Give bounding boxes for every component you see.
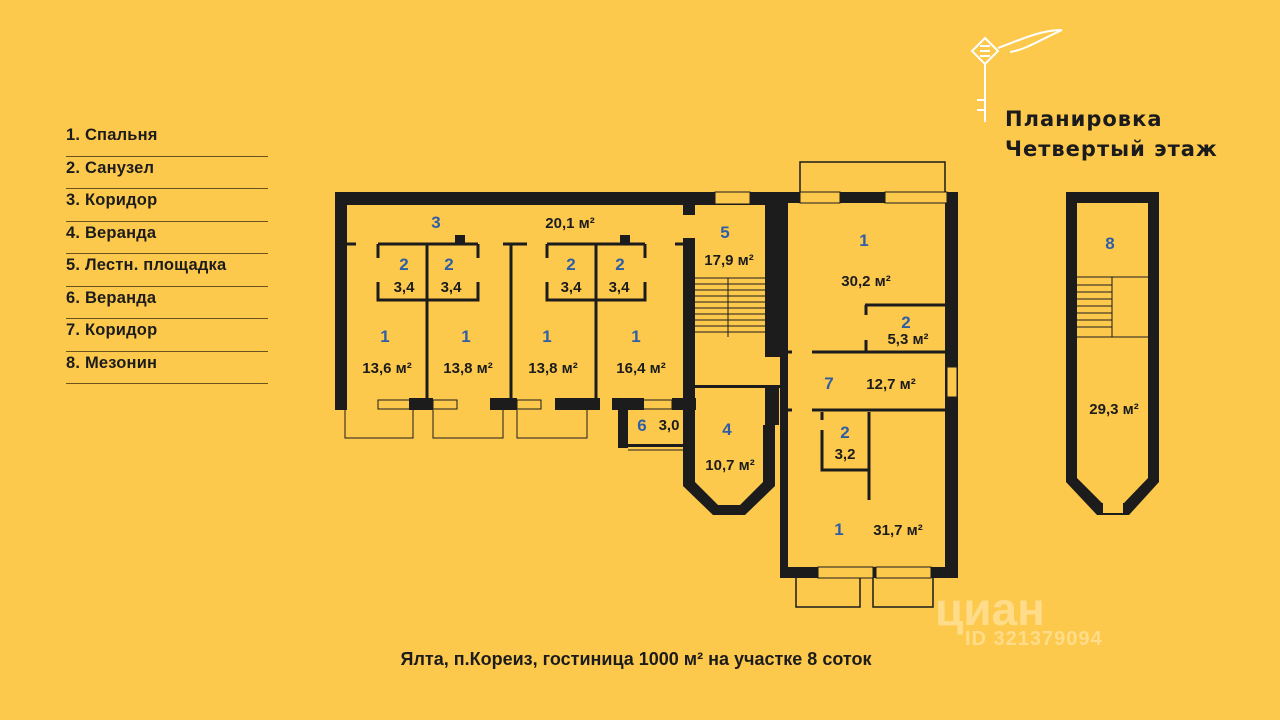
room-number: 7 — [824, 374, 833, 393]
room-area: 20,1 м² — [545, 215, 594, 232]
room-area: 13,6 м² — [362, 360, 411, 377]
left-block-partitions — [347, 235, 683, 398]
room-area: 13,8 м² — [443, 360, 492, 377]
room-area: 13,8 м² — [528, 360, 577, 377]
room-number: 1 — [380, 327, 389, 346]
key-logo-icon — [970, 29, 1063, 122]
room-area: 3,0 — [659, 417, 680, 434]
room-number: 2 — [444, 255, 453, 274]
mezzanine-stairs — [1077, 276, 1148, 338]
room-area: 30,2 м² — [841, 273, 890, 290]
room-number: 3 — [431, 213, 440, 232]
right-block-details — [786, 161, 958, 608]
room-number: 2 — [840, 423, 849, 442]
room-number: 5 — [720, 223, 729, 242]
room-area: 17,9 м² — [704, 252, 753, 269]
legend-item: 8. Мезонин — [66, 352, 268, 384]
room-area: 5,3 м² — [887, 331, 928, 348]
title-line-2: Четвертый этаж — [1005, 137, 1218, 161]
room-number: 2 — [615, 255, 624, 274]
room-number: 2 — [399, 255, 408, 274]
room-area: 3,4 — [609, 279, 631, 296]
veranda-walls — [683, 388, 775, 515]
legend-item: 3. Коридор — [66, 189, 268, 222]
legend-item: 1. Спальня — [66, 124, 268, 157]
room-number: 6 — [637, 416, 646, 435]
watermark-brand: циан — [935, 583, 1045, 635]
staircase — [695, 277, 765, 337]
left-block-walls — [335, 192, 785, 448]
title-line-1: Планировка — [1005, 107, 1163, 131]
room-area: 3,4 — [394, 279, 416, 296]
room-number: 1 — [859, 231, 868, 250]
room-area: 10,7 м² — [705, 457, 754, 474]
room-area: 31,7 м² — [873, 522, 922, 539]
mezzanine-walls — [1066, 192, 1159, 515]
room-number: 2 — [566, 255, 575, 274]
room-area: 16,4 м² — [616, 360, 665, 377]
caption: Ялта, п.Кореиз, гостиница 1000 м² на уча… — [400, 649, 872, 669]
room-number: 1 — [542, 327, 551, 346]
page-title: Планировка Четвертый этаж — [1005, 104, 1218, 164]
room-number: 1 — [834, 520, 843, 539]
room-number: 2 — [901, 313, 910, 332]
room-number: 4 — [722, 420, 732, 439]
room-number: 1 — [631, 327, 640, 346]
legend-item: 2. Санузел — [66, 157, 268, 189]
legend-item: 4. Веранда — [66, 222, 268, 254]
room-area: 12,7 м² — [866, 376, 915, 393]
legend-item: 7. Коридор — [66, 319, 268, 352]
legend-item: 6. Веранда — [66, 287, 268, 319]
room-area: 3,2 — [835, 446, 856, 463]
room-number: 8 — [1105, 234, 1114, 253]
room-number: 1 — [461, 327, 470, 346]
room-area: 29,3 м² — [1089, 401, 1138, 418]
watermark-id: ID 321379094 — [965, 628, 1103, 650]
legend-item: 5. Лестн. площадка — [66, 254, 268, 287]
room-area: 3,4 — [441, 279, 463, 296]
legend: 1. Спальня 2. Санузел 3. Коридор 4. Вера… — [66, 124, 268, 384]
windows-left — [344, 191, 751, 451]
room-area: 3,4 — [561, 279, 583, 296]
